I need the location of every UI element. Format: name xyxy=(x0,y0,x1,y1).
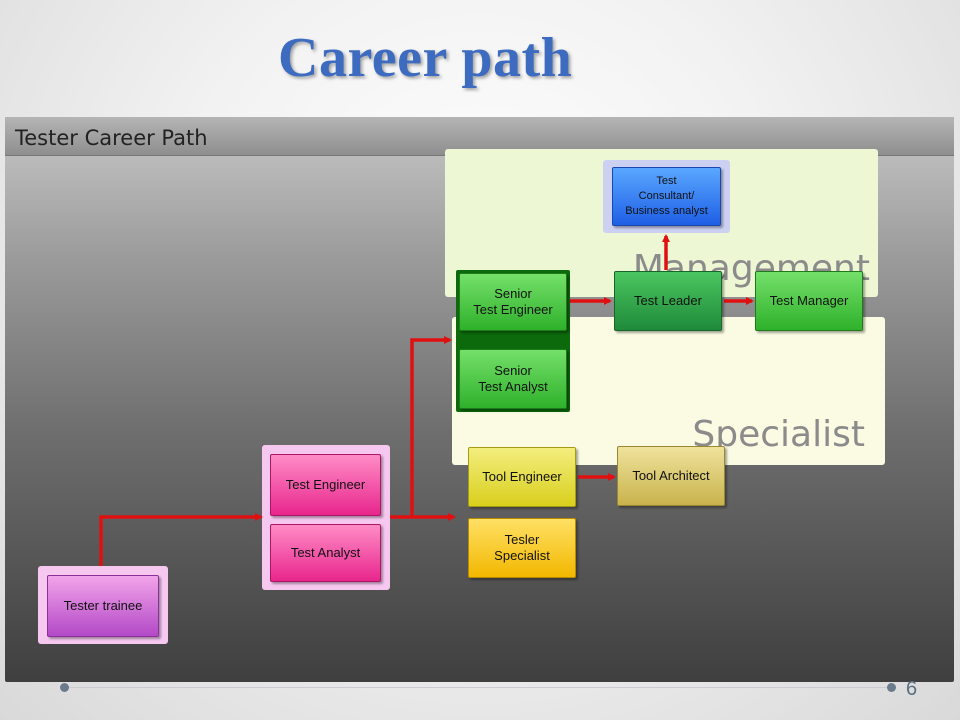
footer-dot-right xyxy=(887,683,896,692)
node-senior-test-engineer: Senior Test Engineer xyxy=(459,273,567,331)
node-tesler-specialist-label: Tesler Specialist xyxy=(494,532,550,563)
node-test-engineer-label: Test Engineer xyxy=(285,477,366,492)
node-senior-test-analyst: Senior Test Analyst xyxy=(459,349,567,409)
panel-title: Tester Career Path xyxy=(15,126,208,150)
node-senior-test-analyst-label: Senior Test Analyst xyxy=(478,363,548,394)
node-test-manager: Test Manager xyxy=(755,271,863,331)
node-tool-architect-label: Tool Architect xyxy=(632,468,710,483)
footer-dot-left xyxy=(60,683,69,692)
node-tester-trainee: Tester trainee xyxy=(47,575,159,637)
node-tesler-specialist: Tesler Specialist xyxy=(468,518,576,578)
slide-title: Career path xyxy=(278,27,573,89)
footer-divider xyxy=(66,687,892,688)
node-test-leader-label: Test Leader xyxy=(634,293,702,308)
node-test-consultant-label: Test Consultant/ Business analyst xyxy=(625,175,708,217)
node-test-consultant: Test Consultant/ Business analyst xyxy=(612,167,721,226)
node-tester-trainee-label: Tester trainee xyxy=(63,598,143,613)
node-test-analyst: Test Analyst xyxy=(270,524,381,582)
node-tool-engineer-label: Tool Engineer xyxy=(482,469,562,484)
node-tool-architect: Tool Architect xyxy=(617,446,725,506)
page-number: 6 xyxy=(906,678,918,700)
node-test-analyst-label: Test Analyst xyxy=(290,545,361,560)
node-test-leader: Test Leader xyxy=(614,271,722,331)
node-tool-engineer: Tool Engineer xyxy=(468,447,576,507)
node-test-manager-label: Test Manager xyxy=(769,293,849,308)
node-senior-test-engineer-label: Senior Test Engineer xyxy=(473,286,553,317)
node-test-engineer: Test Engineer xyxy=(270,454,381,516)
